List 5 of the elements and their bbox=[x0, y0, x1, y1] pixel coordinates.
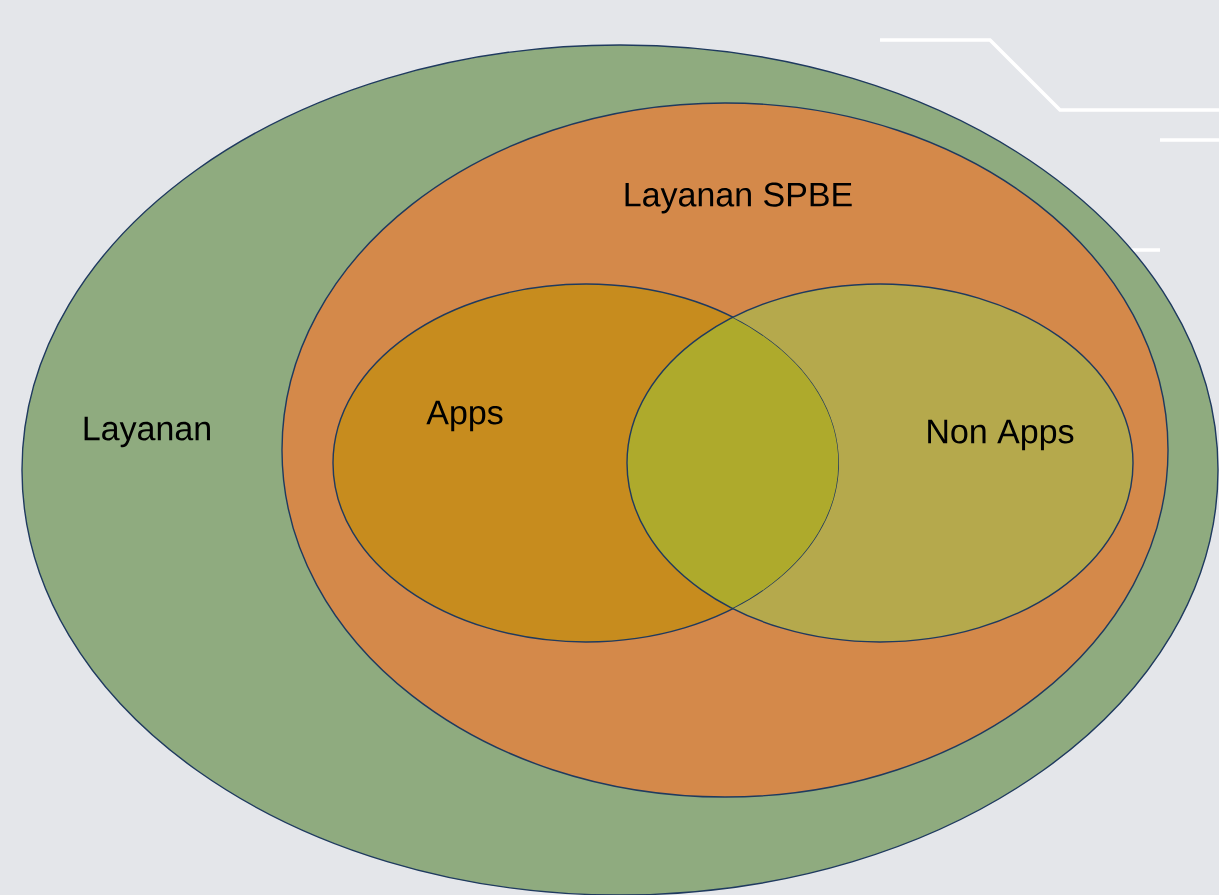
ellipse-label: Apps bbox=[426, 400, 503, 432]
ellipse-label: Layanan SPBE bbox=[625, 182, 852, 214]
ellipse-label: Non Apps bbox=[928, 419, 1074, 451]
ellipse-label: Layanan bbox=[84, 416, 210, 448]
venn-ellipse bbox=[332, 283, 840, 643]
